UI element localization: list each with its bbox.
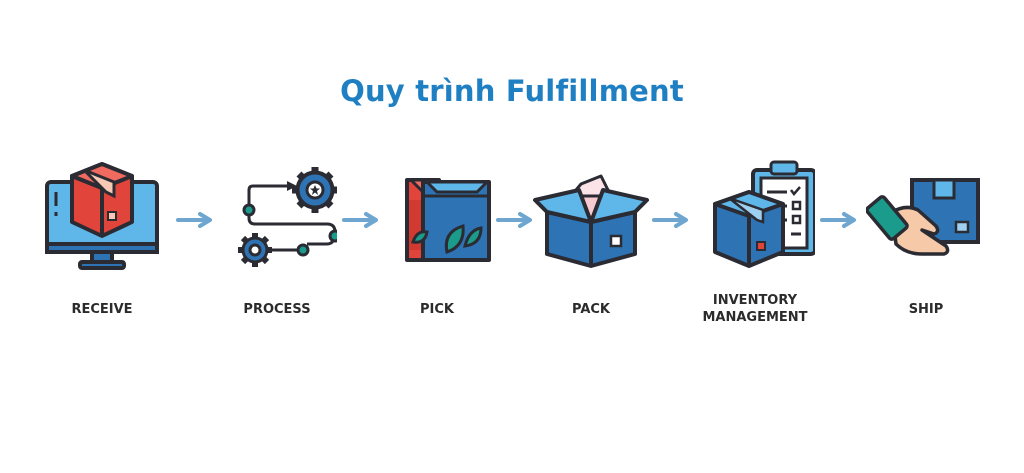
arrow-icon [176, 212, 212, 228]
arrow-icon [820, 212, 856, 228]
step-pick: PICK [362, 160, 512, 330]
step-label-process: PROCESS [243, 302, 311, 317]
step-label-inventory-management: INVENTORY MANAGEMENT [702, 293, 808, 325]
step-label-receive: RECEIVE [71, 302, 133, 317]
step-label-ship: SHIP [908, 302, 944, 317]
step-label-pack: PACK [571, 302, 610, 317]
diagram-title: Quy trình Fulfillment [340, 74, 684, 108]
clipboard-box-icon [713, 160, 815, 268]
step-inventory-management: INVENTORY MANAGEMENT [680, 160, 830, 330]
arrow-icon [342, 212, 378, 228]
step-label-pick: PICK [420, 302, 454, 317]
monitor-box-icon [45, 162, 159, 270]
step-pack: PACK [516, 160, 666, 330]
step-receive: RECEIVE [27, 160, 177, 330]
step-process: PROCESS [202, 160, 352, 330]
bags-icon [405, 178, 491, 262]
hand-box-icon [866, 178, 980, 256]
step-ship: SHIP [851, 160, 1001, 330]
arrow-icon [496, 212, 532, 228]
gear-process-icon [238, 167, 337, 267]
open-box-icon [533, 174, 649, 268]
arrow-icon [652, 212, 688, 228]
